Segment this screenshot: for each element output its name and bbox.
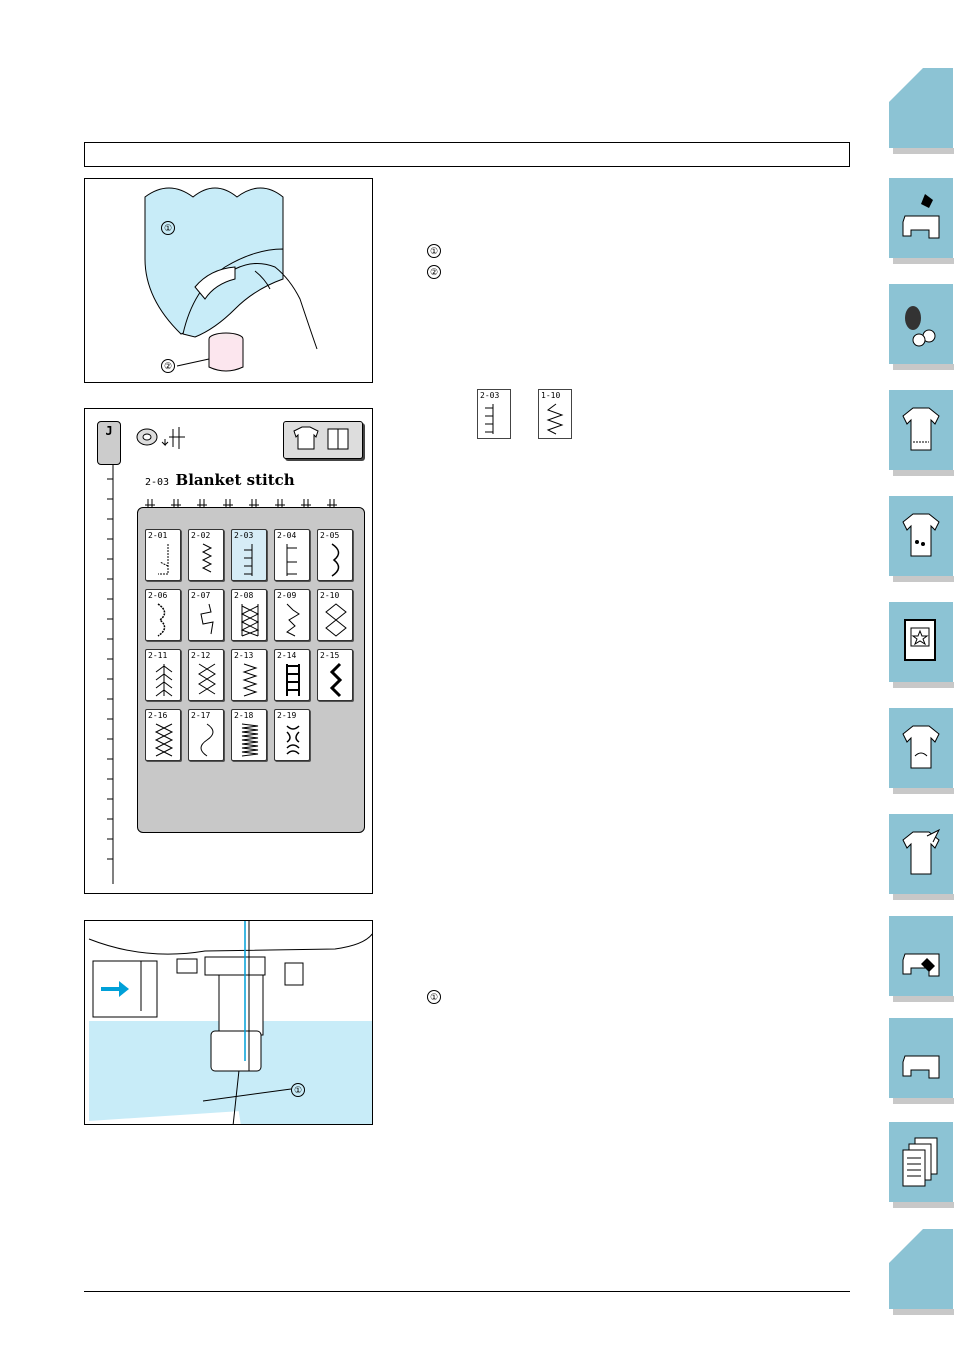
callout-2: ②: [161, 359, 175, 373]
fabric-illustration: [144, 187, 318, 372]
pattern-button-2-17[interactable]: 2-17: [188, 709, 224, 761]
stitch-2-08-icon: [240, 604, 260, 637]
side-tab-character-stitches[interactable]: [889, 496, 954, 582]
zigzag-stitch-icon: [546, 403, 564, 435]
bobbin-needle-icon: [136, 427, 185, 449]
pattern-button-2-13[interactable]: 2-13: [231, 649, 267, 701]
pattern-button-2-14[interactable]: 2-14: [274, 649, 310, 701]
stitch-2-01-icon: [158, 544, 169, 575]
stitch-2-05-icon: [331, 543, 340, 577]
pattern-button-2-03[interactable]: 2-03: [231, 529, 267, 581]
stitch-2-18-icon: [241, 723, 259, 757]
stitch-2-16-icon: [154, 723, 174, 757]
figure-presser-foot-sewing: ①: [84, 920, 373, 1125]
side-tab-embroidery-shirt[interactable]: [889, 708, 954, 794]
pattern-button-2-05[interactable]: 2-05: [317, 529, 353, 581]
selected-pattern-label: 2-03 Blanket stitch: [145, 471, 295, 489]
pattern-button-2-09[interactable]: 2-09: [274, 589, 310, 641]
side-tab-utility-stitches[interactable]: [889, 390, 954, 476]
stitch-2-13-icon: [242, 663, 258, 697]
side-tab-top[interactable]: [889, 68, 954, 154]
stitch-2-15-icon: [329, 662, 343, 698]
stitch-2-04-icon: [286, 544, 297, 576]
side-tab-embroidery[interactable]: [889, 602, 954, 688]
pattern-icon-1-10: 1-10: [538, 389, 572, 439]
pattern-button-2-19[interactable]: 2-19: [274, 709, 310, 761]
pattern-button-2-08[interactable]: 2-08: [231, 589, 267, 641]
shirt-pants-icon: [293, 426, 349, 450]
stitch-ruler: [107, 449, 114, 884]
pattern-button-2-16[interactable]: 2-16: [145, 709, 181, 761]
machine-icon: [902, 1055, 940, 1079]
editing-shirt-icon: [902, 828, 941, 875]
blanket-stitch-icon: [485, 404, 494, 434]
stitch-2-09-icon: [286, 603, 300, 637]
stitch-2-02-icon: [201, 543, 213, 573]
side-tab-bottom[interactable]: [889, 1229, 954, 1315]
pattern-button-2-11[interactable]: 2-11: [145, 649, 181, 701]
callout-1: ①: [291, 1083, 305, 1097]
side-tab-documents[interactable]: [889, 1122, 954, 1208]
stitch-2-10-icon: [325, 603, 347, 637]
embroidery-shirt-icon: [902, 725, 940, 769]
presser-foot-indicator: J: [97, 421, 121, 465]
corner-triangle-icon: [889, 68, 923, 102]
embroidery-frame-icon: [904, 619, 936, 661]
stitch-2-19-icon: [286, 725, 300, 755]
utility-shirt-icon: [902, 407, 940, 451]
footer-rule: [84, 1291, 850, 1292]
callout-1: ①: [161, 221, 175, 235]
presser-foot-illustration: [88, 921, 372, 1124]
pattern-button-2-01[interactable]: 2-01: [145, 529, 181, 581]
lcd-screen-figure: J 2-03 Blanket stitch 2-01: [84, 408, 373, 894]
corner-triangle-icon: [889, 1229, 923, 1263]
pattern-button-2-07[interactable]: 2-07: [188, 589, 224, 641]
side-tab-threading[interactable]: [889, 284, 954, 370]
machine-setup-icon: [902, 194, 940, 239]
settings-shirt-button[interactable]: [283, 421, 363, 459]
step3-item-1: ①: [427, 990, 441, 1004]
side-tab-machine-setup[interactable]: [889, 178, 954, 264]
stitch-2-14-icon: [286, 664, 300, 696]
side-tab-machine[interactable]: [889, 1018, 954, 1104]
pattern-button-2-18[interactable]: 2-18: [231, 709, 267, 761]
pattern-button-2-06[interactable]: 2-06: [145, 589, 181, 641]
pattern-button-2-04[interactable]: 2-04: [274, 529, 310, 581]
stitch-2-07-icon: [200, 603, 214, 635]
documents-icon: [902, 1137, 938, 1187]
character-shirt-icon: [902, 513, 940, 557]
pattern-button-2-12[interactable]: 2-12: [188, 649, 224, 701]
stitch-2-17-icon: [200, 723, 214, 757]
pattern-icon-2-03: 2-03: [477, 389, 511, 439]
threading-icon: [905, 306, 936, 347]
pattern-button-2-02[interactable]: 2-02: [188, 529, 224, 581]
side-tab-maintenance[interactable]: [889, 916, 954, 1002]
step1-item-2: ②: [427, 265, 441, 279]
pattern-button-2-15[interactable]: 2-15: [317, 649, 353, 701]
side-tab-editing[interactable]: [889, 814, 954, 900]
section-header-bar: [84, 142, 850, 167]
stitch-2-12-icon: [198, 663, 216, 695]
pattern-button-2-10[interactable]: 2-10: [317, 589, 353, 641]
figure-fabric-water-soluble: ① ②: [84, 178, 373, 383]
stitch-2-06-icon: [157, 603, 166, 637]
step1-item-1: ①: [427, 244, 441, 258]
maintenance-icon: [902, 953, 940, 977]
stitch-2-11-icon: [155, 664, 173, 697]
stitch-2-03-icon: [244, 544, 253, 576]
